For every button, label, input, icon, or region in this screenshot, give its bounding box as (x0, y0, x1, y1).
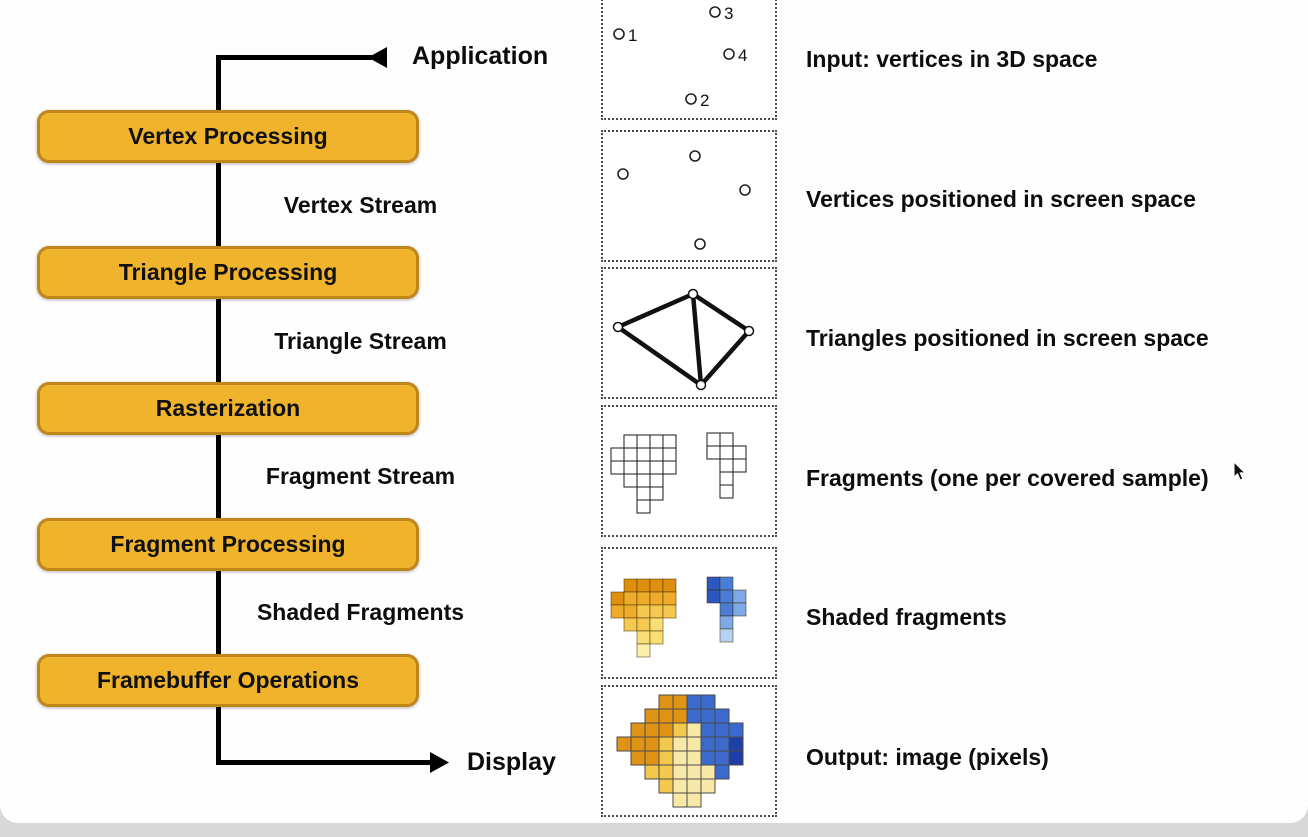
stream-triangle-stream-label: Triangle Stream (274, 328, 447, 354)
stage-fragment-processing-label: Fragment Processing (110, 531, 346, 557)
caption-vertices-screen: Vertices positioned in screen space (806, 186, 1196, 212)
stream-vertex-stream-label: Vertex Stream (283, 192, 438, 218)
stage-fragment-processing: Fragment Processing (37, 518, 419, 571)
caption-shaded-fragments: Shaded fragments (806, 604, 1007, 630)
triangles-figure (612, 288, 755, 391)
stage-vertex-processing-label: Vertex Processing (128, 123, 328, 149)
stage-triangle-processing: Triangle Processing (37, 246, 419, 299)
vertices-3d-figure: 1 2 3 4 (613, 4, 747, 110)
svg-text:3: 3 (724, 4, 733, 23)
panel-vertices-screen (601, 130, 777, 262)
mouse-cursor-icon (1233, 462, 1247, 481)
panel-vertices-3d: 1 2 3 4 (601, 0, 777, 120)
display-horizontal-line (216, 760, 430, 765)
caption-fragments: Fragments (one per covered sample) (806, 465, 1209, 491)
application-arrowhead-icon (368, 47, 387, 68)
stage-framebuffer-operations-label: Framebuffer Operations (97, 667, 359, 693)
panel-shaded-fragments (601, 547, 777, 679)
panel-fragments (601, 405, 777, 537)
output-image-figure (616, 694, 744, 808)
shaded-fragments-figure (610, 576, 747, 658)
stream-fragment-stream-label: Fragment Stream (265, 463, 456, 489)
svg-text:2: 2 (700, 91, 709, 110)
display-label: Display (467, 748, 556, 776)
panel-output-image (601, 685, 777, 817)
caption-input-vertices: Input: vertices in 3D space (806, 46, 1098, 72)
stage-vertex-processing: Vertex Processing (37, 110, 419, 163)
vertices-screen-figure (617, 150, 751, 250)
display-arrowhead-icon (430, 752, 449, 773)
fragments-figure (610, 432, 747, 514)
stage-triangle-processing-label: Triangle Processing (118, 259, 338, 285)
stage-rasterization: Rasterization (37, 382, 419, 435)
caption-triangles-screen: Triangles positioned in screen space (806, 325, 1209, 351)
application-horizontal-line (216, 55, 372, 60)
stream-shaded-fragments-label: Shaded Fragments (256, 599, 465, 625)
stage-rasterization-label: Rasterization (155, 395, 301, 421)
caption-output-image: Output: image (pixels) (806, 744, 1049, 770)
svg-text:4: 4 (738, 46, 747, 65)
panel-triangles (601, 267, 777, 399)
application-label: Application (412, 42, 549, 70)
svg-text:1: 1 (628, 26, 637, 45)
stage-framebuffer-operations: Framebuffer Operations (37, 654, 419, 707)
